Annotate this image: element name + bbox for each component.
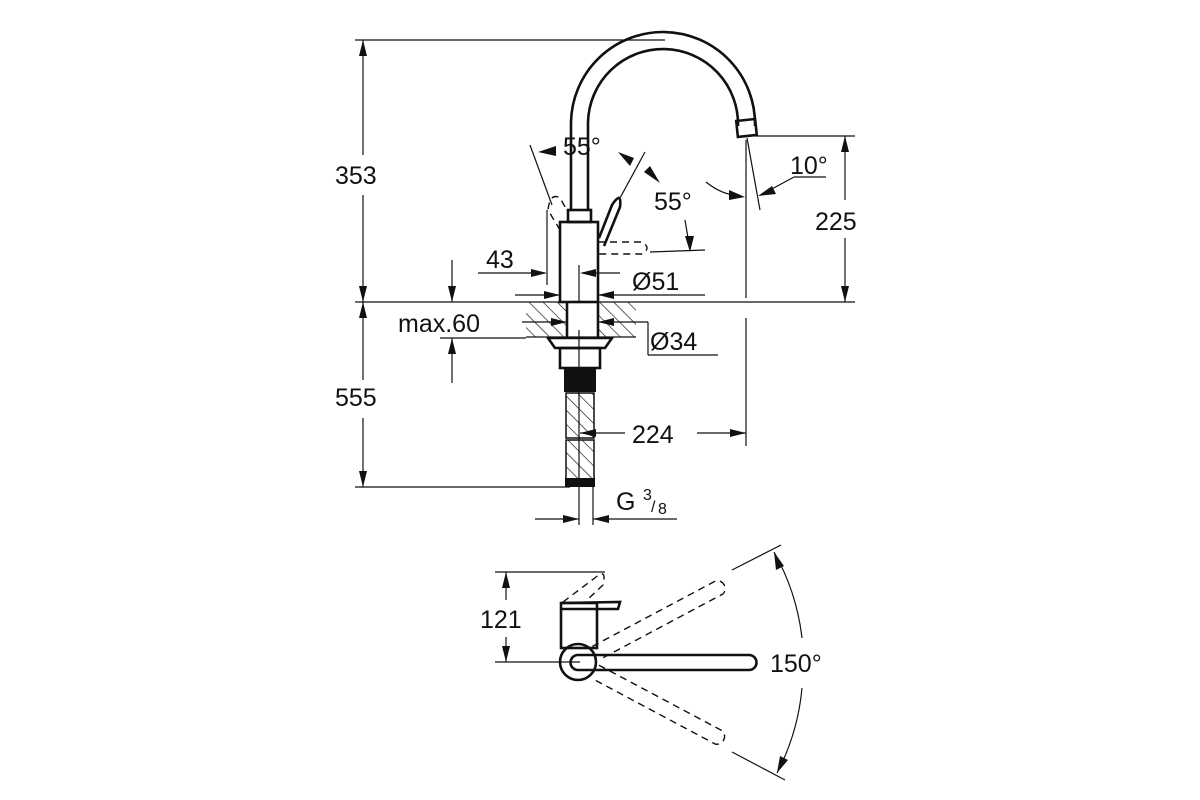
thread-dimension: G 3 / 8 — [535, 487, 677, 525]
dim-thread-denominator: 8 — [658, 501, 667, 518]
spout-reach-dimension: 224 — [580, 421, 746, 449]
dim-224-label: 224 — [632, 421, 674, 449]
height-dimension: 353 555 — [335, 40, 377, 487]
dim-34-label: Ø34 — [650, 328, 697, 356]
dim-353-label: 353 — [335, 162, 377, 190]
spout-height-dimension: 225 — [815, 136, 857, 302]
lever-angle-dimension: 55° 55° — [529, 133, 706, 253]
deck-thickness-dimension: max.60 Ø34 — [398, 260, 718, 383]
dim-10-label: 10° — [790, 152, 828, 180]
dim-55-up-label: 55° — [563, 133, 601, 161]
deck-section — [526, 302, 636, 487]
dim-43-label: 43 — [486, 246, 514, 274]
dim-55-side-label: 55° — [654, 188, 692, 216]
dim-51-label: Ø51 — [632, 268, 679, 296]
dim-thread-slash: / — [651, 499, 656, 516]
top-view: 121 150° — [480, 544, 822, 781]
spout — [558, 30, 759, 304]
dim-150-label: 150° — [770, 650, 822, 678]
dim-225-label: 225 — [815, 208, 857, 236]
reference-lines — [355, 39, 855, 525]
dim-g-label: G — [616, 488, 635, 516]
dim-555-label: 555 — [335, 384, 377, 412]
dim-thread-numerator: 3 — [643, 487, 652, 504]
dim-max60-label: max.60 — [398, 310, 480, 338]
dim-121-label: 121 — [480, 606, 522, 634]
spout-tilt-dimension: 10° — [705, 137, 828, 211]
body-dimensions: 43 Ø51 — [478, 210, 705, 302]
lever — [547, 195, 648, 255]
